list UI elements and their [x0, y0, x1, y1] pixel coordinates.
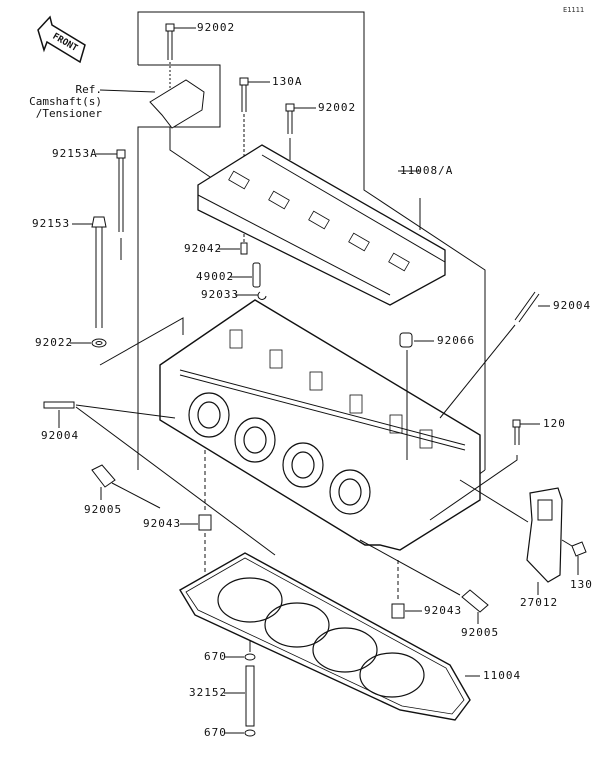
head-gasket-11004 [179, 552, 480, 721]
cylinder-head [159, 299, 481, 551]
bolt-92153A [96, 149, 126, 260]
bracket-27012 [459, 479, 563, 595]
part-label-120[interactable]: 120 [543, 417, 566, 430]
washer-92022 [70, 317, 184, 366]
bolt-120 [429, 419, 540, 521]
part-label-670[interactable]: 670 [204, 726, 227, 739]
reference-line-2: /Tensioner [35, 107, 102, 120]
part-label-92002[interactable]: 92002 [318, 101, 357, 114]
reference-line-1: Ref. Camshaft(s) [29, 83, 102, 108]
stud-92004-left [43, 401, 276, 556]
plug-92066 [399, 332, 434, 460]
part-label-92004[interactable]: 92004 [41, 429, 80, 442]
bolt-92002-top [165, 23, 196, 90]
bolt-92153 [72, 216, 107, 328]
part-label-670[interactable]: 670 [204, 650, 227, 663]
bolt-130 [561, 539, 587, 575]
part-label-130[interactable]: 130 [570, 578, 593, 591]
dowel-92042 [218, 242, 248, 255]
part-label-130A[interactable]: 130A [272, 75, 303, 88]
part-label-92005[interactable]: 92005 [461, 626, 500, 639]
reference-note: Ref. Camshaft(s) /Tensioner [18, 84, 102, 120]
part-label-92022[interactable]: 92022 [35, 336, 74, 349]
part-label-92043[interactable]: 92043 [143, 517, 182, 530]
ring-92033 [235, 291, 267, 300]
part-label-92153A[interactable]: 92153A [52, 147, 98, 160]
fitting-92005-left [91, 464, 161, 509]
bolt-92002 [285, 103, 316, 160]
part-label-49002[interactable]: 49002 [196, 270, 235, 283]
part-label-92153[interactable]: 92153 [32, 217, 71, 230]
dowel-92043-right [391, 560, 422, 619]
fitting-92005-right [359, 539, 489, 624]
pipe-32152 [224, 640, 256, 737]
part-label-92066[interactable]: 92066 [437, 334, 476, 347]
part-label-11008A[interactable]: 11008/A [400, 164, 454, 177]
part-label-92005[interactable]: 92005 [84, 503, 123, 516]
stud-92004-right [439, 291, 550, 419]
part-label-92002[interactable]: 92002 [197, 21, 236, 34]
camshaft-cap-11008A [197, 144, 446, 306]
part-label-92033[interactable]: 92033 [201, 288, 240, 301]
part-label-11004[interactable]: 11004 [483, 669, 522, 682]
part-label-32152[interactable]: 32152 [189, 686, 228, 699]
part-label-92043[interactable]: 92043 [424, 604, 463, 617]
front-arrow-icon: FRONT [37, 15, 86, 64]
diagram-code: E1111 [563, 6, 585, 14]
part-label-92042[interactable]: 92042 [184, 242, 223, 255]
camshaft-tensioner-ref [99, 79, 205, 129]
part-label-92004[interactable]: 92004 [553, 299, 592, 312]
part-label-27012[interactable]: 27012 [520, 596, 559, 609]
dowel-92043-left [180, 450, 212, 600]
lifter-49002 [230, 262, 261, 288]
